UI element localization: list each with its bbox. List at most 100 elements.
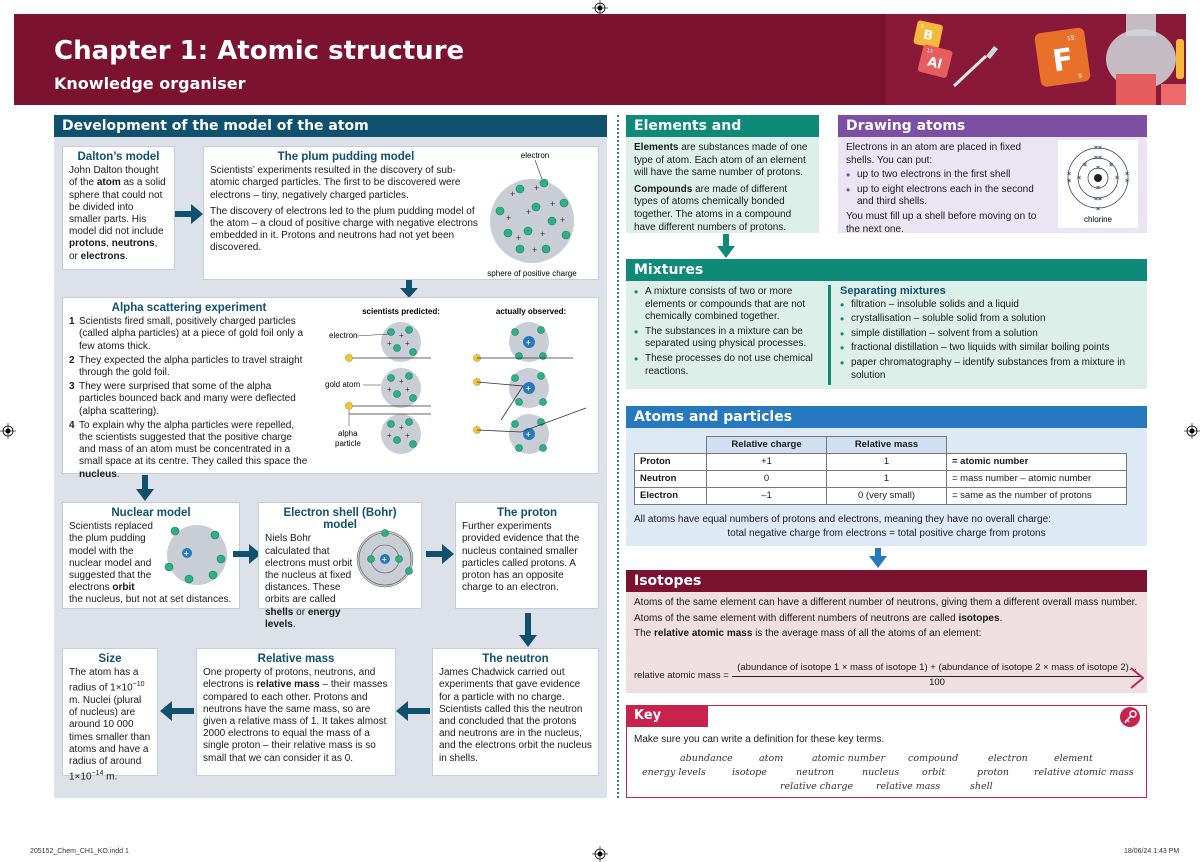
dalton-model-box: Dalton’s model John Dalton thought of th… bbox=[62, 146, 175, 270]
registration-mark-icon bbox=[592, 846, 608, 862]
tile-b-symbol: B bbox=[921, 28, 934, 45]
list-item: up to eight electrons each in the second… bbox=[846, 184, 1051, 209]
mixtures-panel: A mixture consists of two or more elemen… bbox=[626, 281, 1147, 389]
svg-text:5: 5 bbox=[920, 24, 924, 31]
svg-text:+: + bbox=[510, 189, 515, 199]
svg-text:+: + bbox=[516, 233, 521, 243]
svg-text:×: × bbox=[1125, 171, 1129, 178]
svg-text:electron: electron bbox=[329, 331, 357, 340]
header-banner: Chapter 1: Atomic structure Knowledge or… bbox=[14, 14, 1186, 105]
key-term: relative charge bbox=[780, 781, 854, 792]
svg-text:××: ×× bbox=[1094, 196, 1102, 203]
bohr-model-diagram: + bbox=[356, 529, 414, 588]
svg-text:+: + bbox=[506, 213, 511, 223]
chlorine-atom-diagram: ×× ×××××××× ××××××× chlorine bbox=[1058, 140, 1138, 228]
relative-mass-box: Relative mass One property of protons, n… bbox=[196, 648, 396, 776]
proton-title: The proton bbox=[496, 507, 558, 519]
svg-text:electron: electron bbox=[521, 151, 549, 160]
svg-text:+: + bbox=[560, 215, 565, 225]
list-item: The substances in a mixture can be separ… bbox=[634, 326, 819, 351]
svg-text:9: 9 bbox=[1078, 73, 1083, 80]
svg-text:sphere of positive charge: sphere of positive charge bbox=[487, 269, 577, 278]
svg-text:××: ×× bbox=[1094, 155, 1102, 162]
svg-text:scientists predicted:: scientists predicted: bbox=[362, 307, 440, 316]
arrow-down-icon bbox=[717, 234, 735, 258]
list-item: simple distillation – solvent from a sol… bbox=[840, 328, 1140, 341]
svg-text:+: + bbox=[526, 338, 531, 347]
chemistry-illustration-icon: B 5 Al 13 F 19 9 bbox=[686, 14, 1186, 105]
svg-text:×: × bbox=[1077, 175, 1081, 182]
arrow-left-icon bbox=[160, 701, 194, 721]
key-term: isotope bbox=[732, 767, 767, 778]
chlorine-label: chlorine bbox=[1084, 215, 1113, 224]
svg-text:+: + bbox=[526, 430, 531, 439]
svg-text:+: + bbox=[405, 431, 410, 440]
key-term: compound bbox=[908, 753, 959, 764]
key-term: shell bbox=[970, 781, 993, 792]
registration-mark-icon bbox=[592, 0, 608, 16]
svg-text:+: + bbox=[387, 339, 392, 348]
list-item: crystallisation – soluble solid from a s… bbox=[840, 313, 1140, 326]
key-term: element bbox=[1054, 753, 1093, 764]
isotopes-panel: Atoms of the same element can have a dif… bbox=[626, 592, 1147, 693]
svg-text:+: + bbox=[526, 207, 531, 217]
list-item: These processes do not use chemical reac… bbox=[634, 353, 819, 378]
svg-text:+: + bbox=[526, 384, 531, 393]
registration-mark-icon bbox=[1184, 423, 1200, 439]
mixtures-section-title: Mixtures bbox=[626, 259, 1147, 281]
svg-text:alpha: alpha bbox=[338, 429, 358, 438]
key-term: orbit bbox=[922, 767, 946, 778]
arrow-left-icon bbox=[396, 701, 430, 721]
plum-pudding-title: The plum pudding model bbox=[277, 151, 415, 163]
size-title: Size bbox=[98, 653, 122, 665]
arrow-right-icon bbox=[426, 544, 454, 564]
page-subtitle: Knowledge organiser bbox=[54, 74, 246, 93]
svg-text:+: + bbox=[399, 331, 404, 340]
separator-bar bbox=[828, 285, 831, 385]
plum-pudding-diagram: electron +++ +++ +++ sphere of positive … bbox=[487, 151, 577, 278]
key-term: relative atomic mass bbox=[1034, 767, 1134, 778]
elements-section-title: Elements and compounds bbox=[626, 115, 819, 156]
bohr-model-box: Electron shell (Bohr) model Niels Bohr c… bbox=[258, 502, 422, 630]
arrow-down-icon bbox=[519, 613, 537, 647]
svg-text:+: + bbox=[534, 183, 539, 193]
tile-f-symbol: F bbox=[1050, 42, 1075, 80]
svg-text:+: + bbox=[532, 245, 537, 255]
atoms-particles-section-title: Atoms and particles bbox=[626, 406, 1147, 428]
key-terms-panel bbox=[626, 705, 1147, 798]
svg-text:+: + bbox=[399, 423, 404, 432]
key-term: atomic number bbox=[812, 753, 886, 764]
arrow-down-icon bbox=[869, 548, 887, 568]
separating-mixtures-title: Separating mixtures bbox=[840, 285, 946, 297]
svg-text:×: × bbox=[1115, 175, 1119, 182]
svg-text:×: × bbox=[1096, 165, 1100, 172]
footer-timestamp: 18/06/24 1:43 PM bbox=[1124, 848, 1180, 855]
tile-al-symbol: Al bbox=[926, 55, 944, 73]
arrow-right-icon bbox=[233, 544, 261, 564]
list-item: paper chromatography – identify substanc… bbox=[840, 357, 1140, 382]
dalton-title: Dalton’s model bbox=[77, 151, 160, 163]
size-box: Size The atom has a radius of 1×10−10 m.… bbox=[62, 648, 158, 782]
relative-mass-title: Relative mass bbox=[257, 653, 335, 665]
svg-text:+: + bbox=[540, 229, 545, 239]
svg-text:+: + bbox=[405, 339, 410, 348]
neutron-box: The neutron James Chadwick carried out e… bbox=[432, 648, 599, 776]
table-row: Neutron 0 1 = mass number – atomic numbe… bbox=[634, 470, 1127, 488]
drawing-atoms-section-title: Drawing atoms bbox=[838, 115, 1147, 137]
arrow-down-icon bbox=[136, 475, 154, 501]
svg-text:+: + bbox=[550, 199, 555, 209]
svg-text:particle: particle bbox=[335, 439, 361, 448]
isotopes-section-title: Isotopes bbox=[626, 570, 1147, 592]
alpha-title: Alpha scattering experiment bbox=[111, 302, 267, 314]
key-term: energy levels bbox=[642, 767, 706, 778]
svg-text:×: × bbox=[1109, 162, 1113, 169]
arrow-down-icon bbox=[400, 280, 418, 298]
svg-text:×: × bbox=[1096, 185, 1100, 192]
separation-methods-list: filtration – insoluble solids and a liqu… bbox=[840, 299, 1140, 383]
mixtures-list: A mixture consists of two or more elemen… bbox=[634, 286, 819, 380]
svg-text:××: ×× bbox=[1094, 145, 1102, 152]
